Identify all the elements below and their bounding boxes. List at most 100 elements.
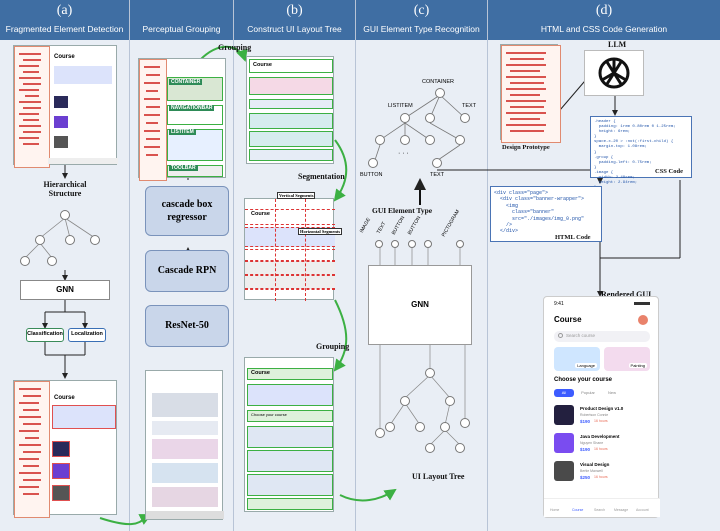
gnn-label: GNN [56,285,74,294]
group-box [247,450,333,472]
rendered-gui-label: Rendered GUI [601,290,652,299]
nav-message[interactable]: Message [614,508,629,512]
banner-painting[interactable]: Painting [604,347,650,371]
group-box [247,474,333,496]
panel-title: Construct UI Layout Tree [247,24,342,34]
nav-home[interactable]: Home [550,508,560,512]
panel-header: (b) Construct UI Layout Tree [234,0,355,40]
group-box [249,77,333,95]
tag-container: CONTAINER [169,79,203,85]
banner-language[interactable]: Language [554,347,600,371]
search-icon [558,333,563,338]
group-box [247,410,333,422]
group-box [152,487,218,507]
group-box [249,131,333,147]
ellipsis: · · · [398,150,409,157]
tree-node [90,235,100,245]
segment-row [245,275,335,289]
grouping-label-bottom: Grouping [316,342,350,351]
app-title: Course [251,370,270,376]
nav-search[interactable]: Search [594,508,606,512]
text-node-label: TEXT [462,103,477,109]
grouping-detected-screenshot [145,370,224,520]
css-code-block: .header { padding: 1rem 0.80rem 0 1.25re… [590,116,692,190]
cascade-box-regressor: cascade box regressor [145,186,229,236]
course-price: $190 [580,447,591,452]
tab-all[interactable]: All [554,389,574,397]
tree-node [375,428,385,438]
bottom-nav: Home Course Search Message Account [544,498,660,517]
classification-box: Classification [26,328,64,342]
grouping-label-top: Grouping [218,43,252,52]
course-author: Bertie Maxwell [580,469,603,473]
tag-toolbar: TOOLBAR [169,165,198,171]
segmented-screenshot: Course [244,198,335,301]
detected-box [52,441,70,457]
panel-letter: (c) [413,3,430,18]
segment-row [245,289,335,300]
component-tree-overlay [14,381,50,518]
course-author: Robertson Connie [580,413,609,417]
course-list-item[interactable]: Visual Design Bertie Maxwell $250 16 hou… [554,459,650,485]
tree-node [460,113,470,123]
nav-account[interactable]: Account [636,508,649,512]
app-title: Course [54,395,75,401]
component-tree-overlay [139,59,167,181]
hierarchical-structure-label: Hierarchical Structure [43,180,87,198]
design-prototype-image [500,44,561,143]
nav-bar [48,158,118,164]
tree-node [20,256,30,266]
html-code-label: HTML Code [555,234,591,241]
group-box [152,393,218,417]
openai-logo-icon [598,57,630,89]
panel-header: (a) Fragmented Element Detection [0,0,129,40]
tree-node [432,158,442,168]
tree-node [415,422,425,432]
tree-node [425,443,435,453]
html-code-block: <div class="page"> <div class="banner-wr… [490,186,602,242]
vertical-segment-line [275,199,276,301]
course-name: Java Development [580,434,620,439]
design-prototype-label: Design Prototype [502,144,550,151]
search-placeholder: Search course [566,333,596,338]
panel-header: Perceptual Grouping [130,0,233,40]
vertical-segments-label: Vertical Segments [277,192,316,199]
panel-title: Fragmented Element Detection [5,24,124,34]
panel-title: Perceptual Grouping [142,24,221,34]
tag-listitem: LISTITEM [169,129,196,135]
output-node [408,240,416,248]
tag-navigationbar: NAVIGATIONBAR [169,105,215,111]
group-box [247,368,333,380]
nav-course[interactable]: Course [572,508,584,512]
panel-title: GUI Element Type Recognition [363,24,480,34]
course-thumbnail [554,405,574,425]
group-box [152,463,218,483]
status-icons [634,302,650,305]
group-box [249,113,333,129]
localization-box: Localization [68,328,106,342]
course-list-item[interactable]: Java Development Nguyen Shane $190 16 ho… [554,431,650,457]
output-node [456,240,464,248]
tab-new[interactable]: New [607,390,616,395]
avatar [638,315,648,325]
course-thumbnail [554,461,574,481]
horizontal-segments-label: Horizontal Segments [298,228,343,235]
search-input[interactable]: Search course [554,331,650,342]
text-node-label-2: TEXT [430,172,445,178]
tree-node [368,158,378,168]
course-list-item[interactable]: Product Design v1.0 Robertson Connie $19… [554,403,650,429]
tree-node [47,256,57,266]
tab-popular[interactable]: Popular [581,390,595,395]
list-item [54,96,68,108]
detection-input-screenshot: Course [13,45,118,168]
ui-layout-tree-label: UI Layout Tree [412,472,465,481]
panel-title: HTML and CSS Code Generation [540,24,668,34]
course-hours: 16 hours [594,419,608,423]
app-title: Course [54,54,75,60]
llm-logo [584,50,644,96]
tree-node [60,210,70,220]
group-box [249,149,333,161]
list-item [54,116,68,128]
course-author: Nguyen Shane [580,441,604,445]
tree-node [385,422,395,432]
